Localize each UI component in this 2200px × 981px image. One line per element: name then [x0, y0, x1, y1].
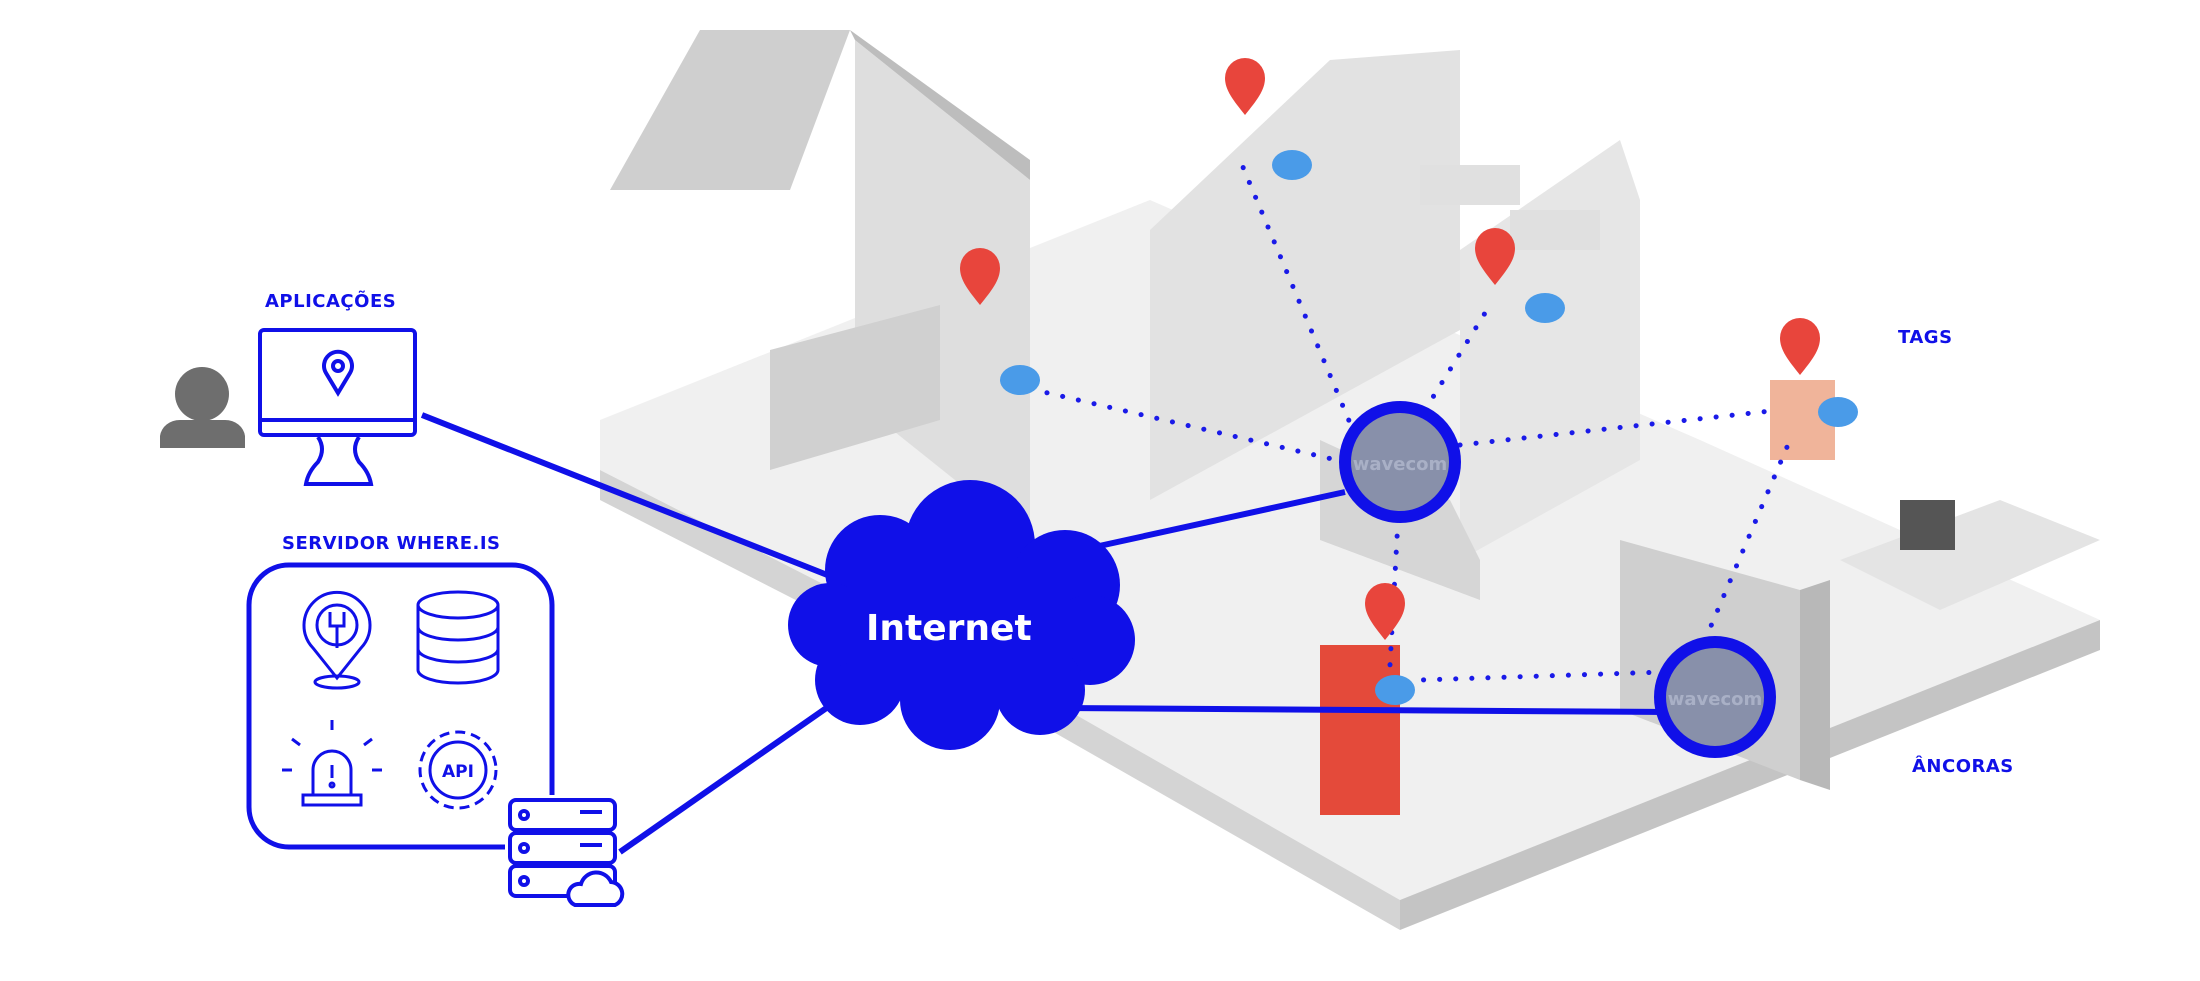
anchor-brand: wavecom [1353, 454, 1448, 475]
database-icon [416, 590, 500, 685]
network-links [420, 412, 1666, 855]
server-panel [246, 562, 555, 850]
anchor-brand: wavecom [1668, 689, 1763, 710]
link-internet-anchor-1 [1089, 489, 1346, 551]
radio-link [1457, 407, 1783, 448]
applications-label: APLICAÇÕES [265, 291, 397, 312]
tags-label: TAGS [1898, 327, 1953, 348]
radio-link [1032, 387, 1348, 465]
anchor-1: wavecom [1339, 401, 1461, 523]
crash-cart [1320, 645, 1400, 815]
tag-pin-icon [960, 248, 1000, 305]
link-internet-anchor-2 [1059, 705, 1666, 715]
api-gear-icon: API [418, 730, 498, 810]
server-label: SERVIDOR WHERE.IS [282, 533, 501, 554]
tag-blob [1818, 397, 1858, 427]
tag-pin-icon [1365, 583, 1405, 640]
user-icon [160, 367, 245, 448]
gear-pin-icon [302, 590, 372, 690]
tag-blob [1000, 365, 1040, 395]
tag-blob [1525, 293, 1565, 323]
api-icon-text: API [442, 762, 474, 782]
tag-pin-icon [1475, 228, 1515, 285]
tag-pin-icon [1225, 58, 1265, 115]
radio-link [1237, 157, 1358, 438]
cloud-server-icon [505, 795, 625, 907]
alarm-icon [282, 720, 382, 807]
radio-links [1032, 157, 1793, 683]
monitor-icon [258, 328, 417, 486]
anchor-2: wavecom [1654, 636, 1776, 758]
tag-pin-icon [1780, 318, 1820, 375]
internet-cloud-icon [788, 480, 1135, 750]
anchors-label: ÂNCORAS [1912, 756, 2014, 777]
link-server-internet [618, 699, 837, 855]
link-app-internet [420, 412, 842, 583]
internet-label: Internet [866, 608, 1032, 649]
tag-blob [1375, 675, 1415, 705]
tags [960, 58, 1858, 705]
tag-blob [1272, 150, 1312, 180]
